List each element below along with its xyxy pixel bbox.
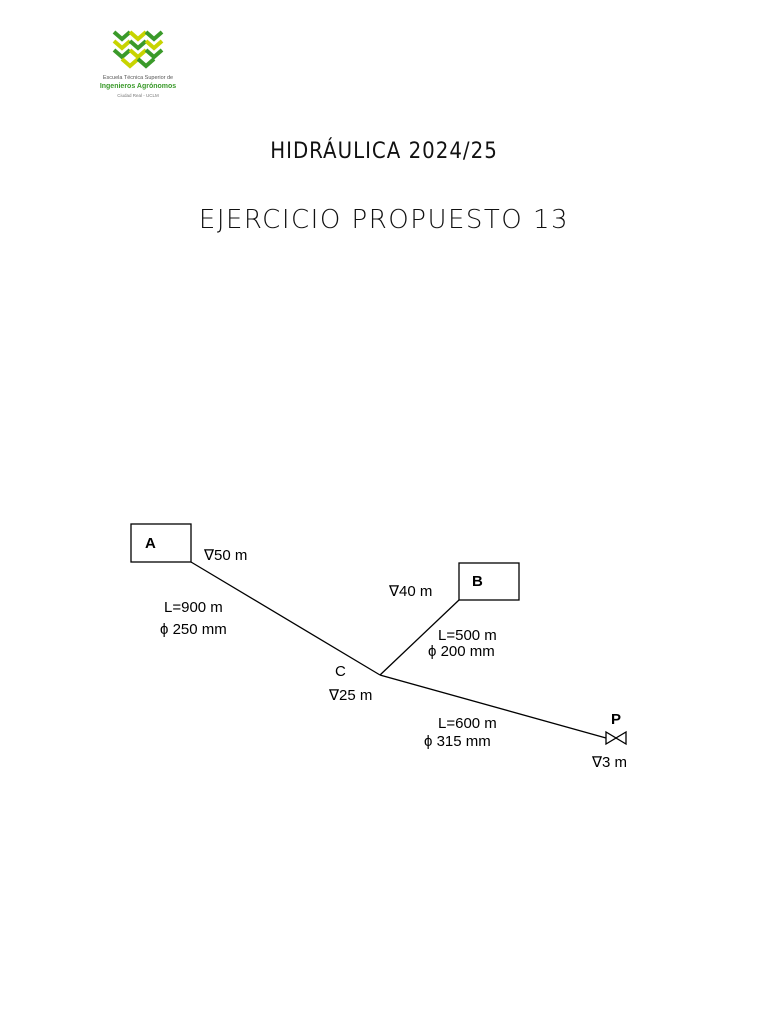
valve-icon <box>605 730 627 746</box>
course-title: HIDRÁULICA 2024/25 <box>270 139 498 164</box>
reservoir-b-elevation: ∇40 m <box>388 583 432 600</box>
reservoir-a-elevation: ∇50 m <box>203 547 247 564</box>
exercise-title: EJERCICIO PROPUESTO 13 <box>198 205 570 235</box>
junction-c-elevation: ∇25 m <box>328 687 372 704</box>
pipe-cp-diameter: ϕ 315 mm <box>424 733 491 750</box>
logo-text-line-3: Ciudad Real - UCLM <box>117 93 159 98</box>
pipe-cp-length: L=600 m <box>438 715 497 732</box>
reservoir-a <box>130 523 192 563</box>
reservoir-b <box>458 562 520 601</box>
pipe-cp <box>379 674 607 739</box>
logo-text-line-2: Ingenieros Agrónomos <box>99 83 177 90</box>
logo-text-line-1: Escuela Técnica Superior de <box>102 75 174 81</box>
pipe-ac-length: L=900 m <box>164 599 223 616</box>
pipe-ac-diameter: ϕ 250 mm <box>160 621 227 638</box>
point-p-elevation: ∇3 m <box>591 754 627 771</box>
reservoir-a-label: A <box>145 535 156 552</box>
point-p-label: P <box>611 711 621 728</box>
junction-c-label: C <box>335 663 346 680</box>
reservoir-b-label: B <box>472 573 483 590</box>
pipe-ac <box>190 561 381 676</box>
pipe-bc-diameter: ϕ 200 mm <box>428 643 495 660</box>
logo-emblem-icon <box>112 30 164 69</box>
pipe-bc-length: L=500 m <box>438 627 497 644</box>
pipe-bc <box>379 599 460 676</box>
school-logo: Escuela Técnica Superior de Ingenieros A… <box>92 30 184 102</box>
